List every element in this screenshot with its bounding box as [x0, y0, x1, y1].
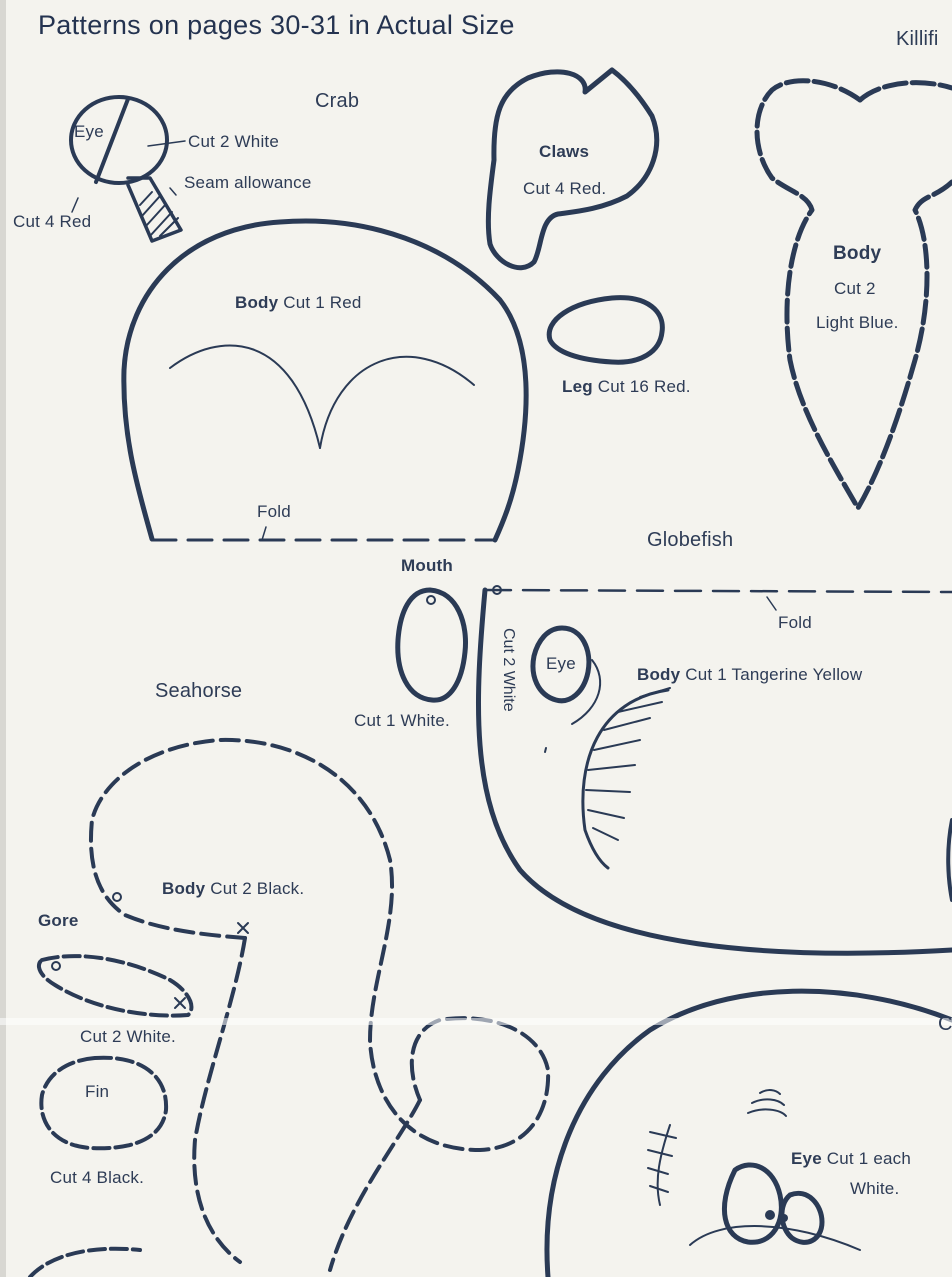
- seahorse-fin-cut: Cut 4 Black.: [50, 1168, 145, 1187]
- seahorse-markers: [112, 892, 249, 934]
- crab-body-pattern: [121, 218, 529, 543]
- killifish-body-label: Body: [833, 243, 882, 264]
- page-title: Patterns on pages 30-31 in Actual Size: [38, 10, 515, 40]
- crab-eye-pattern: [69, 95, 186, 243]
- seahorse-gore-pattern: [36, 954, 194, 1018]
- section-title-globefish: Globefish: [647, 529, 734, 551]
- crab-claws-pattern: [485, 67, 660, 271]
- bottom-right-body-pattern: [544, 988, 952, 1277]
- crab-seam-allowance: Seam allowance: [184, 173, 312, 192]
- crab-eye-cut: Cut 2 White: [188, 132, 280, 151]
- crab-claws-cut: Cut 4 Red.: [523, 179, 607, 198]
- globefish-fold-label: Fold: [778, 613, 812, 632]
- crab-claws-label: Claws: [539, 142, 590, 161]
- scan-band: [0, 1018, 952, 1025]
- globefish-mouth-cut: Cut 1 White.: [354, 711, 450, 730]
- crab-fold-label: Fold: [257, 502, 291, 521]
- killifish-body-pattern: [754, 78, 952, 511]
- crab-body-label: Body Cut 1 Red: [235, 293, 362, 312]
- crab-leg-label: Leg Cut 16 Red.: [562, 377, 691, 396]
- page-edge: [0, 0, 6, 1277]
- crab-leg-pattern: [546, 295, 665, 365]
- globefish-mouth-label: Mouth: [401, 556, 453, 575]
- seahorse-body-label: Body Cut 2 Black.: [162, 879, 305, 898]
- killifish-cut-line1: Cut 2: [834, 279, 876, 298]
- seahorse-fin-label: Fin: [85, 1082, 110, 1101]
- seahorse-body-pattern: [88, 737, 551, 1272]
- globefish-eye-label: Eye: [546, 654, 576, 673]
- globefish-body-pattern: [476, 585, 952, 956]
- crab-eye-label: Eye: [74, 122, 104, 141]
- globefish-eye-pattern: [530, 625, 602, 753]
- seahorse-gore-cut: Cut 2 White.: [80, 1027, 176, 1046]
- bottom-left-partial-pattern: [28, 1246, 142, 1277]
- killifish-cut-line2: Light Blue.: [816, 313, 899, 332]
- section-title-killifish: Killifi: [896, 28, 939, 50]
- bottom-right-eye-label: Eye Cut 1 each: [791, 1149, 912, 1168]
- bottom-right-eye-pattern: [689, 1162, 861, 1251]
- seahorse-gore-label: Gore: [38, 911, 79, 930]
- globefish-eye-cut: Cut 2 White: [500, 628, 517, 712]
- seahorse-fin-pattern: [39, 1055, 169, 1151]
- bottom-right-eye-cut-line2: White.: [850, 1179, 900, 1198]
- globefish-body-label: Body Cut 1 Tangerine Yellow: [637, 665, 863, 684]
- crab-eye-stalk-cut: Cut 4 Red: [13, 212, 92, 231]
- section-title-crab: Crab: [315, 90, 360, 112]
- section-title-seahorse: Seahorse: [155, 680, 243, 702]
- section-title-partial: C: [938, 1013, 952, 1035]
- globefish-mouth-pattern: [395, 587, 469, 703]
